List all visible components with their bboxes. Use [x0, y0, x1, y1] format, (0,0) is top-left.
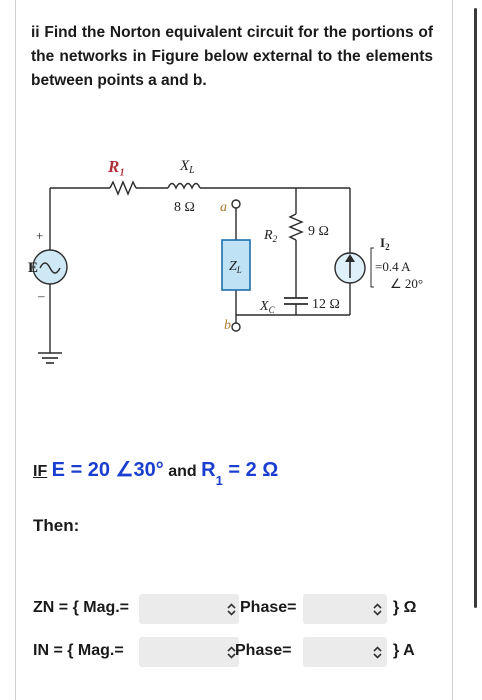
terminal-b	[231, 322, 241, 332]
terminal-a	[231, 199, 241, 209]
in-prefix: IN = { Mag.=	[33, 642, 124, 659]
in-phase-label: Phase=	[235, 642, 292, 659]
zl-box	[221, 239, 251, 291]
zn-unit: } Ω	[393, 599, 417, 616]
svg-text:9 Ω: 9 Ω	[308, 224, 329, 239]
svg-text:8 Ω: 8 Ω	[174, 200, 195, 215]
in-unit: } A	[393, 642, 415, 659]
updown-chevron-icon	[373, 646, 382, 659]
zn-prefix: ZN = { Mag.=	[33, 599, 130, 616]
in-magnitude-select[interactable]	[139, 637, 239, 667]
updown-chevron-icon	[373, 603, 382, 616]
r1-expression: R1 = 2 Ω	[201, 459, 279, 488]
svg-text:a: a	[220, 200, 227, 215]
zn-phase-select[interactable]	[303, 594, 387, 624]
zn-phase-label: Phase=	[240, 599, 297, 616]
svg-text:–: –	[37, 288, 45, 303]
updown-chevron-icon	[227, 603, 236, 616]
circuit-diagram: R₁ XL 8 Ω a b ZL R2 9 Ω XC 12 Ω E + – I2…	[28, 157, 423, 364]
given-condition: IF E = 20 ∠30° and R1 = 2 Ω	[33, 459, 279, 488]
scrollbar[interactable]	[474, 8, 477, 608]
svg-text:E: E	[28, 260, 38, 276]
frame-border-left	[15, 0, 16, 700]
svg-text:I2: I2	[380, 235, 390, 252]
svg-text:XL: XL	[179, 158, 195, 176]
r1-label: R₁	[107, 157, 125, 176]
svg-text:R2: R2	[263, 228, 278, 244]
answer-row-zn: ZN = { Mag.= Phase= } Ω	[33, 594, 443, 624]
in-phase-select[interactable]	[303, 637, 387, 667]
e-expression: E = 20 ∠30°	[51, 459, 164, 481]
svg-text:XC: XC	[259, 299, 276, 315]
question-text: ii Find the Norton equivalent circuit fo…	[31, 24, 433, 89]
frame-border-right	[452, 0, 453, 700]
answer-row-in: IN = { Mag.= Phase= } A	[33, 637, 443, 667]
svg-text:=0.4 A: =0.4 A	[375, 259, 411, 274]
svg-text:∠ 20°: ∠ 20°	[390, 276, 423, 291]
updown-chevron-icon	[227, 646, 236, 659]
svg-text:ZL: ZL	[229, 259, 242, 275]
ground-icon	[38, 352, 62, 364]
then-label: Then:	[33, 516, 80, 535]
svg-text:+: +	[36, 228, 43, 243]
svg-text:b: b	[224, 318, 231, 333]
svg-text:12 Ω: 12 Ω	[312, 297, 340, 312]
zn-magnitude-select[interactable]	[139, 594, 239, 624]
